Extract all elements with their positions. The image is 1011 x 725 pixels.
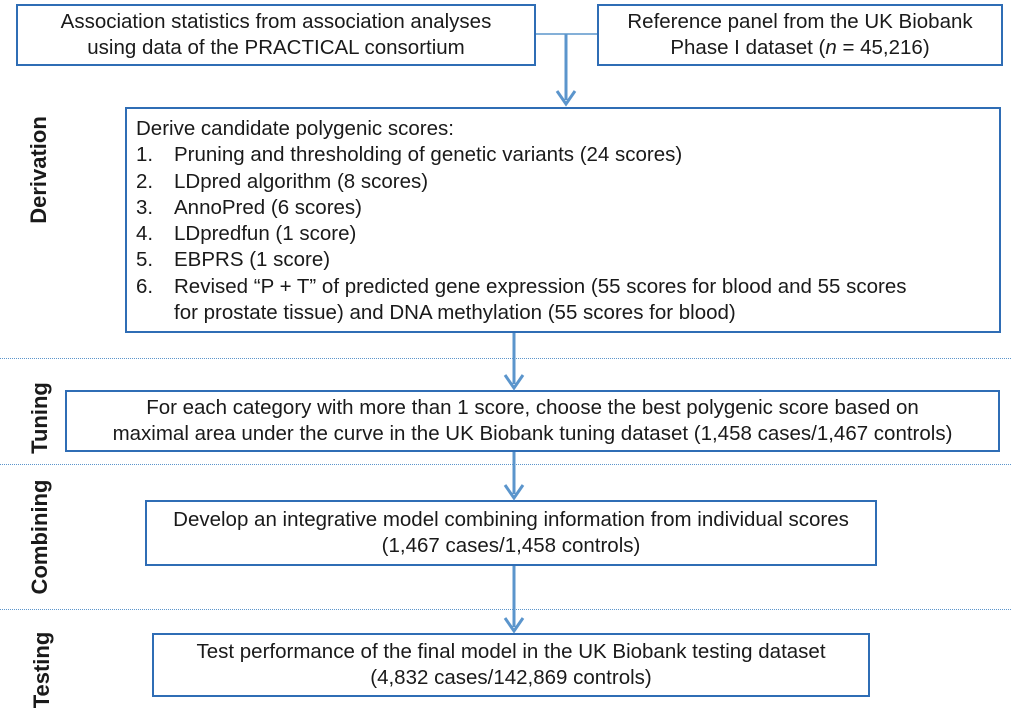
association-line-1: Association statistics from association … xyxy=(60,10,492,33)
testing-line-2: (4,832 cases/142,869 controls) xyxy=(370,666,652,689)
derivation-item-number: 2. xyxy=(136,169,154,193)
derivation-item-number: 1. xyxy=(136,143,154,167)
derivation-item-text: EBPRS (1 score) xyxy=(174,248,331,272)
derivation-box xyxy=(125,107,1001,333)
stage-divider xyxy=(0,358,1011,359)
derivation-item-number: 4. xyxy=(136,222,154,246)
testing-line-1: Test performance of the final model in t… xyxy=(196,640,826,663)
derivation-item-text: LDpred algorithm (8 scores) xyxy=(174,169,429,193)
reference-line-2: Phase I dataset (n = 45,216) xyxy=(670,35,929,61)
association-line-2: using data of the PRACTICAL consortium xyxy=(87,36,465,59)
derivation-heading: Derive candidate polygenic scores: xyxy=(136,117,454,140)
stage-divider xyxy=(0,609,1011,610)
derivation-item: 1. Pruning and thresholding of genetic va… xyxy=(136,142,907,168)
combining-line-2: (1,467 cases/1,458 controls) xyxy=(381,534,641,557)
derivation-item: 2. LDpred algorithm (8 scores) xyxy=(136,169,907,195)
stage-divider xyxy=(0,464,1011,465)
derivation-item-number: 3. xyxy=(136,195,154,219)
derivation-item-continuation: for prostate tissue) and DNA methylation… xyxy=(136,300,907,326)
derivation-item: 6. Revised “P + T” of predicted gene expr… xyxy=(136,274,907,300)
tuning-line-1: For each category with more than 1 score… xyxy=(146,396,919,419)
tuning-box: For each category with more than 1 score… xyxy=(65,390,1000,452)
derivation-item-number: 6. xyxy=(136,274,154,298)
derivation-content: Derive candidate polygenic scores: 1. Pru… xyxy=(136,116,907,326)
arrow-derivation-to-tuning xyxy=(503,333,525,391)
association-statistics-box: Association statistics from association … xyxy=(16,4,536,66)
derivation-item-text: for prostate tissue) and DNA methylation… xyxy=(174,301,736,325)
reference-n-symbol: n xyxy=(825,36,837,59)
derivation-item: 5. EBPRS (1 score) xyxy=(136,247,907,273)
derivation-item-text: LDpredfun (1 score) xyxy=(174,222,357,246)
combining-box: Develop an integrative model combining i… xyxy=(145,500,877,566)
combining-line-1: Develop an integrative model combining i… xyxy=(173,508,849,531)
reference-panel-box: Reference panel from the UK Biobank Phas… xyxy=(597,4,1003,66)
arrow-tuning-to-combining xyxy=(503,452,525,501)
testing-box: Test performance of the final model in t… xyxy=(152,633,870,697)
derivation-item: 3. AnnoPred (6 scores) xyxy=(136,195,907,221)
derivation-item-text: AnnoPred (6 scores) xyxy=(174,195,363,219)
arrow-inputs-to-derivation xyxy=(555,34,577,107)
tuning-line-2: maximal area under the curve in the UK B… xyxy=(112,422,953,445)
derivation-item-text: Revised “P + T” of predicted gene expres… xyxy=(174,274,907,298)
derivation-item: 4. LDpredfun (1 score) xyxy=(136,221,907,247)
derivation-item-text: Pruning and thresholding of genetic vari… xyxy=(174,143,683,167)
arrow-combining-to-testing xyxy=(503,566,525,634)
reference-line-2-prefix: Phase I dataset ( xyxy=(670,36,826,59)
derivation-item-number: 5. xyxy=(136,248,154,272)
reference-line-2-suffix: = 45,216) xyxy=(836,36,930,59)
reference-line-1: Reference panel from the UK Biobank xyxy=(627,10,973,33)
